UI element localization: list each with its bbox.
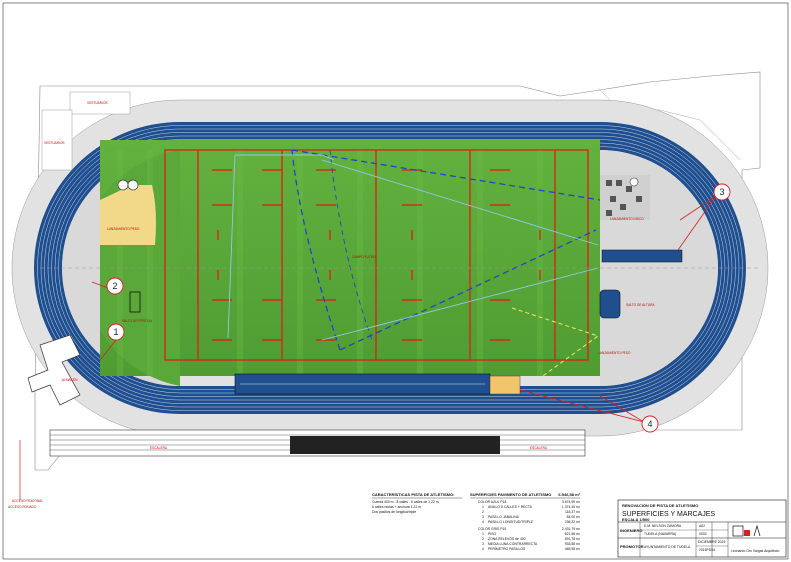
legend-g1-r4-value: 236,22 m² xyxy=(565,520,581,524)
long-jump-marker xyxy=(129,291,141,313)
shot-put-sector xyxy=(100,185,156,245)
high-jump-mat xyxy=(599,289,621,319)
title-block: RENOVACIÓN DE PISTA DE ATLETISMO SUPERFI… xyxy=(617,499,787,558)
legend-group-2-title: COLOR GRIS P19 xyxy=(478,527,506,531)
callout-2: 2 xyxy=(106,277,124,295)
legend-group-1-value: 3.674,99 m² xyxy=(562,500,581,504)
football-pitch xyxy=(100,140,600,376)
legend-g1-r1-value: 1.374,40 m² xyxy=(562,505,581,509)
legend-g2-r3-code: 3 xyxy=(482,542,484,546)
legend-g2-r2-code: 2 xyxy=(482,537,484,541)
legend-g2-r4-name: PERÍMETRO PASILLOS xyxy=(488,547,526,551)
legend-char-line-1: Cuerda 400 m - 8 calles - 6 calles de 1,… xyxy=(372,500,439,504)
legend-g1-r4-name: PASILLO LONGITUD/TRIPLE xyxy=(488,520,534,524)
javelin-arcs xyxy=(329,149,373,341)
legend-g1-r2-code: 2 xyxy=(482,510,484,514)
title-drawing: SUPERFICIES Y MARCAJES xyxy=(622,511,715,518)
callout-2-number: 2 xyxy=(112,281,117,291)
legend-char-line-3: Dos pasillos de longitud/triple xyxy=(372,510,416,514)
title-location: TUDELA (NAVARRA) xyxy=(644,532,676,536)
legend-g2-r4-value: 465,98 m² xyxy=(565,547,581,551)
title-plan-code: A02 xyxy=(699,524,705,528)
locker-room-left xyxy=(41,109,73,171)
legend-char-line-2: 6 calles rectas + anchura 1,22 m xyxy=(372,505,421,509)
title-project: RENOVACIÓN DE PISTA DE ATLETISMO xyxy=(622,503,698,508)
title-promoter-label: PROMOTOR xyxy=(620,544,644,549)
legend-group-2-value: 2.431,79 m² xyxy=(562,527,581,531)
firm-logo xyxy=(732,524,761,537)
legend-g1-r3-value: 84,00 m² xyxy=(567,515,581,519)
legend-g2-r2-name: ZONA RELEVOS de 400 xyxy=(488,537,526,541)
callout-3-number: 3 xyxy=(719,187,724,197)
title-author: E.M. NELSON ZAMORA xyxy=(644,524,682,528)
label-vestuarios-left: VESTUARIOS xyxy=(44,141,65,145)
label-lanzamiento-peso-right: LANZAMIENTO PESO xyxy=(598,351,631,355)
legend-g1-r3-name: PASILLO JABALINA xyxy=(488,515,520,519)
shot-put-circle-left-2 xyxy=(127,179,139,191)
title-date: DICIEMBRE 2015 xyxy=(698,540,725,544)
label-salto-altura: SALTO DE ALTURA xyxy=(626,303,655,307)
legend-g2-r1-name: PISO xyxy=(488,532,496,536)
label-salto-pertiga: SALTO DE PÉRTIGA xyxy=(122,318,153,323)
bleacher-block xyxy=(290,436,500,454)
callout-3: 3 xyxy=(713,183,731,201)
label-acceso-peatonal: ACCESO PEATONAL xyxy=(12,499,43,503)
legend-surfaces: SUPERFICIES PAVIMENTO DE ATLETISMO 6.946… xyxy=(470,492,581,551)
legend-surfaces-total: 6.946,58 m² xyxy=(558,492,580,497)
pole-vault-pit xyxy=(489,375,521,395)
label-vestuarios-top: VESTUARIOS xyxy=(87,101,108,105)
legend-surfaces-title: SUPERFICIES PAVIMENTO DE ATLETISMO xyxy=(470,492,551,497)
legend-g1-r1-name: ANILLO 8 CALLES + RECTA xyxy=(488,505,533,509)
legend-g2-r2-value: 691,78 m² xyxy=(565,537,581,541)
title-promoter: AYUNTAMIENTO DE TUDELA xyxy=(644,545,691,549)
locker-room-top xyxy=(69,91,131,115)
title-ref: 2015PD04 xyxy=(699,548,715,552)
legend-g1-r2-value: 118,37 m² xyxy=(565,510,581,514)
javelin-sector xyxy=(291,149,601,351)
hammer-sector xyxy=(511,307,600,379)
callout-4-number: 4 xyxy=(647,419,652,429)
legend-g2-r3-name: MEDIA LUNA CONTRARRECTA xyxy=(488,542,538,546)
legend-g2-r4-code: 4 xyxy=(482,547,484,551)
title-author-label: INGENIERO xyxy=(620,528,642,533)
legend-group-1-title: COLOR AZUL P18 xyxy=(478,500,506,504)
label-acceso-rodado: ACCESO RODADO xyxy=(8,505,37,509)
legend-g2-r1-value: 621,56 m² xyxy=(565,532,581,536)
label-bottom-left: ESCALERA xyxy=(150,446,168,450)
title-firm: Leonardo Oro Vargas Arquitecto xyxy=(731,549,779,553)
label-lanzamiento-peso-left: LANZAMIENTO PESO xyxy=(107,227,140,231)
site-boundary xyxy=(34,71,761,471)
legend-characteristics-title: CARACTERÍSTICAS PISTA DE ATLETISMO: xyxy=(372,492,454,497)
legend-g1-r3-code: 3 xyxy=(482,515,484,519)
callout-1-number: 1 xyxy=(113,327,118,337)
discus-lines xyxy=(227,154,599,341)
discus-circle xyxy=(629,177,639,187)
label-almacen: ALMACÉN xyxy=(62,377,78,382)
legend-characteristics: CARACTERÍSTICAS PISTA DE ATLETISMO: Cuer… xyxy=(372,492,462,514)
long-jump-runway xyxy=(601,249,683,263)
label-lanzamiento-disco: LANZAMIENTO DISCO xyxy=(610,217,644,221)
legend-g1-r1-code: 1 xyxy=(482,505,484,509)
legend-g1-r4-code: 4 xyxy=(482,520,484,524)
callout-1: 1 xyxy=(107,323,125,341)
shot-put-circle-left-1 xyxy=(117,179,129,191)
storage-building xyxy=(27,334,81,406)
callout-4: 4 xyxy=(641,415,659,433)
label-campo-futbol: CAMPO FUTBOL xyxy=(352,255,377,259)
title-scale: ESCALA 1/500 xyxy=(622,517,650,522)
throws-cage xyxy=(606,180,642,216)
label-bottom-right: ESCALERA xyxy=(530,446,548,450)
callout-leaders xyxy=(91,195,717,423)
legend-g2-r3-value: 933,58 m² xyxy=(565,542,581,546)
title-sheet-code: 0003 xyxy=(699,532,707,536)
pitch-markings xyxy=(164,149,589,361)
legend-g2-r1-code: 1 xyxy=(482,532,484,536)
